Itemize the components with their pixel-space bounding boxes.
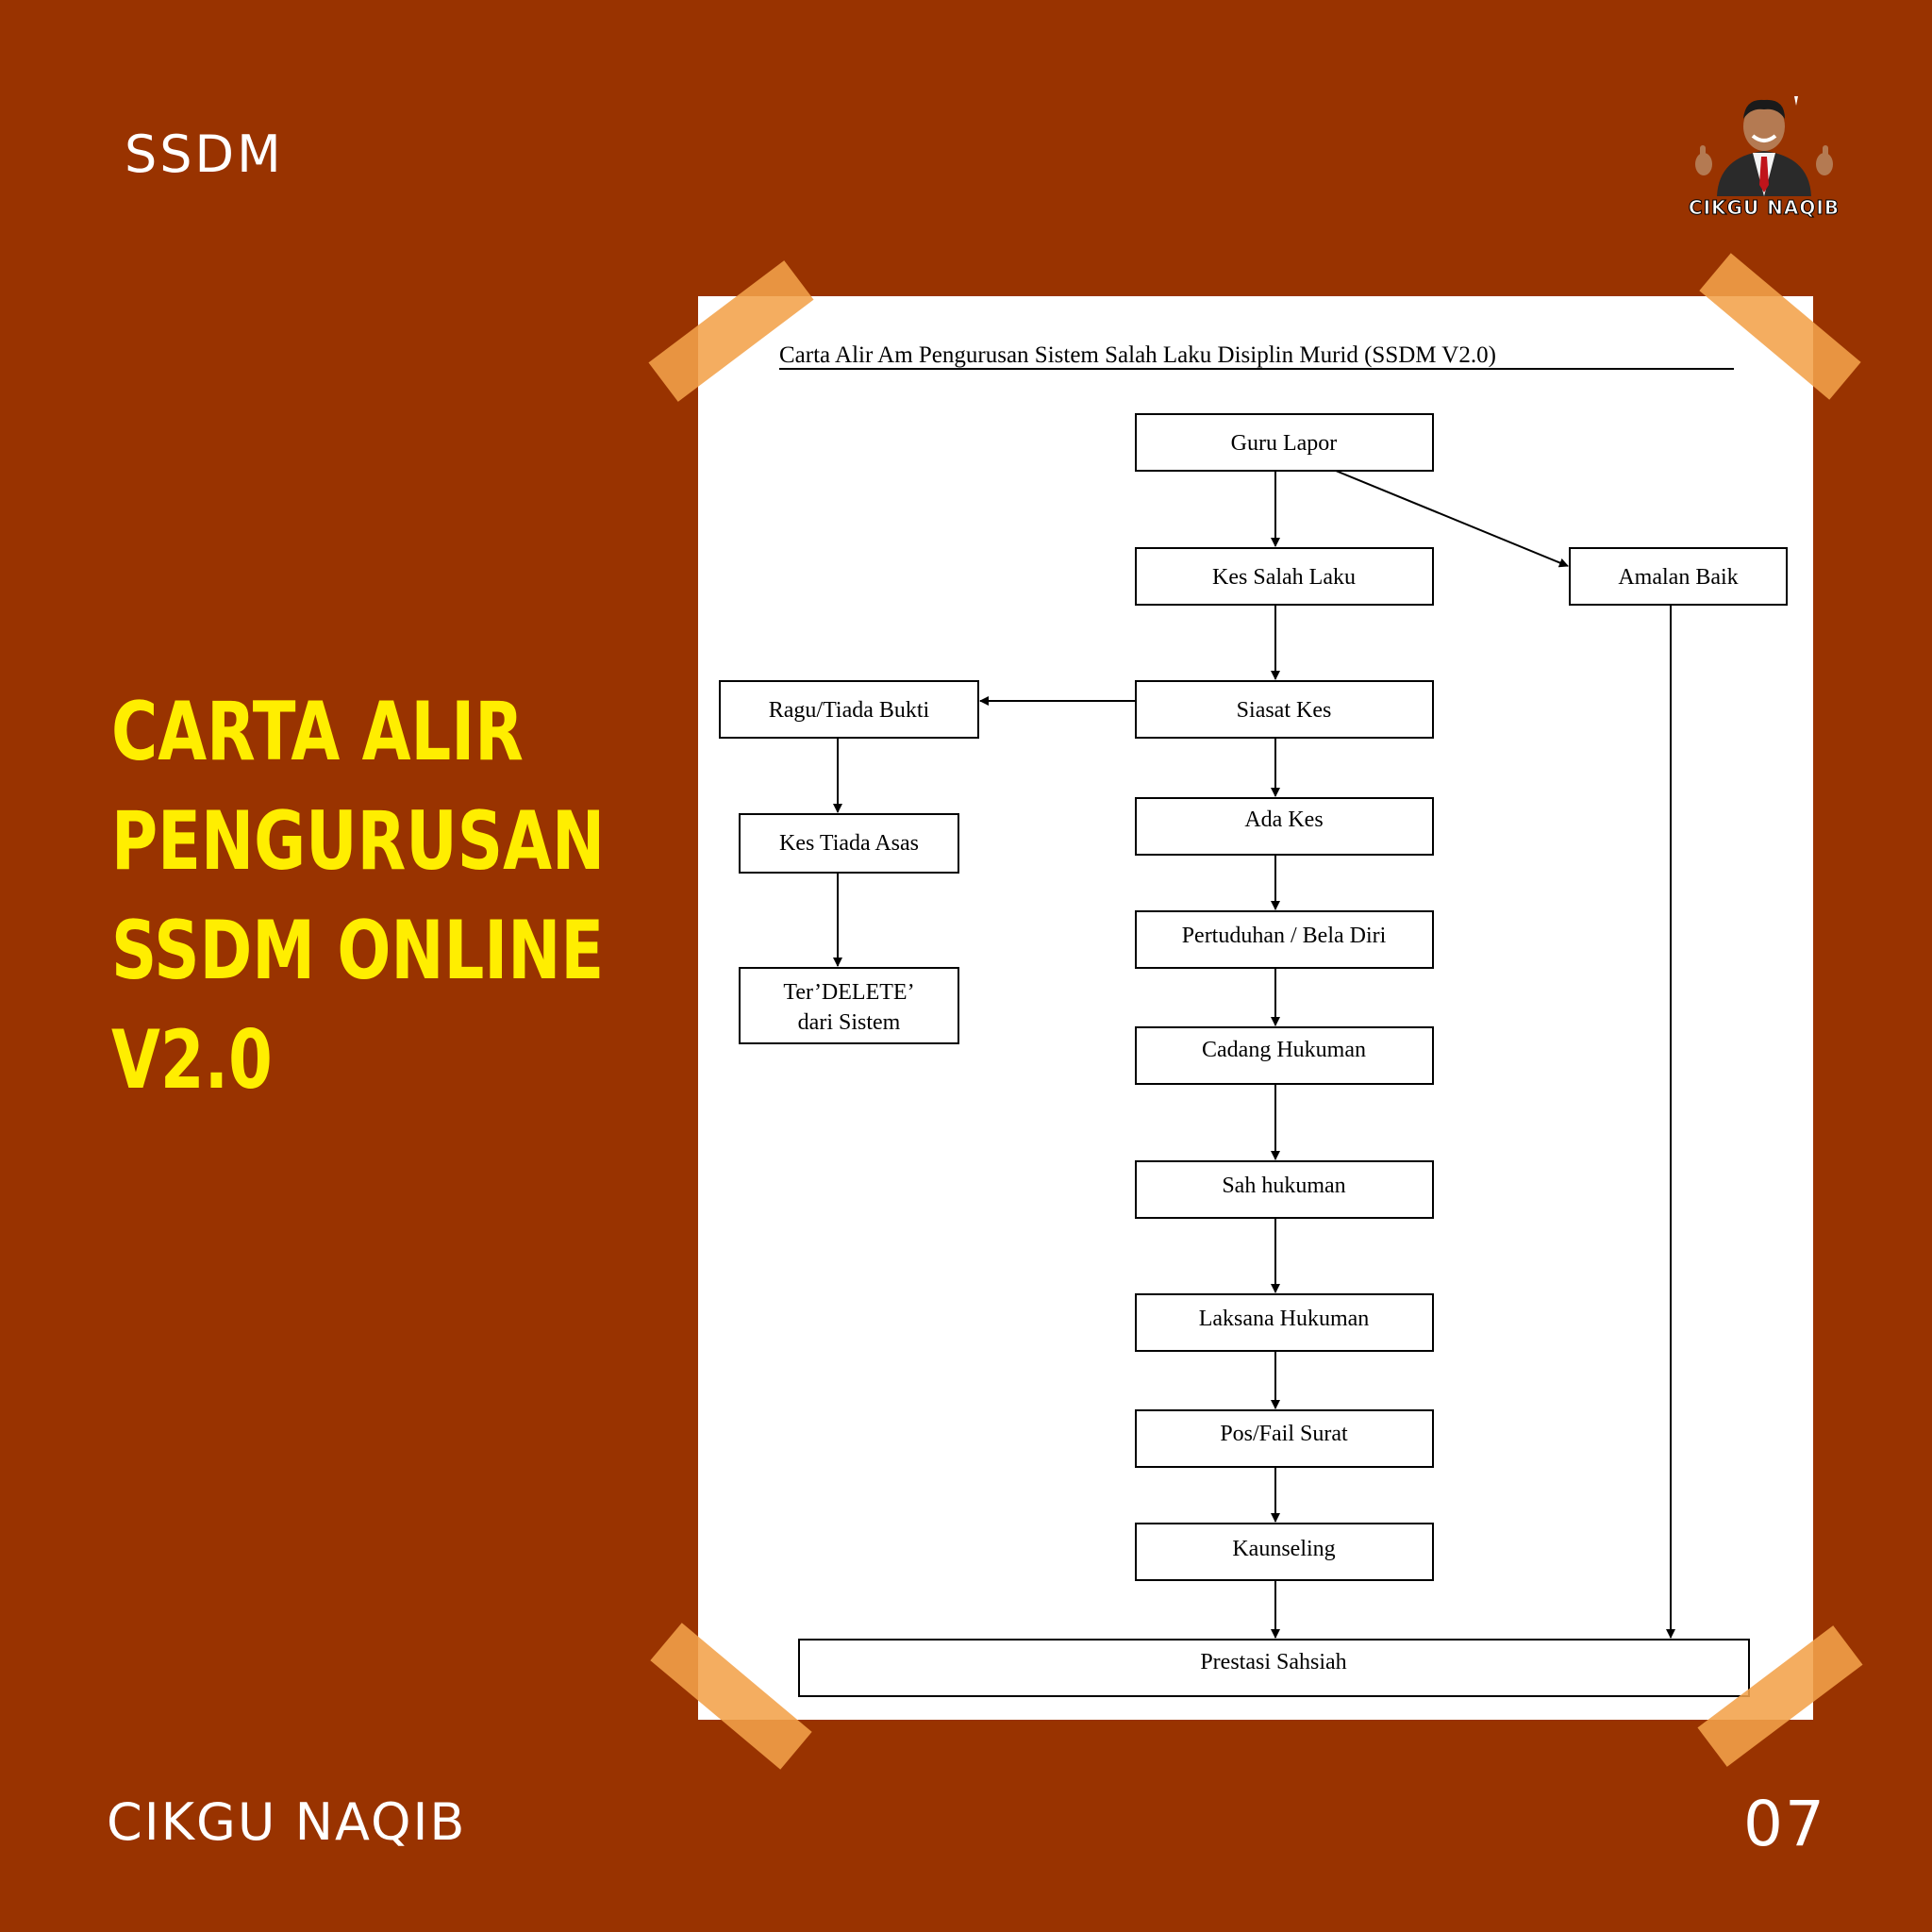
- node-sah-hukuman: Sah hukuman: [1222, 1174, 1345, 1198]
- node-ter-delete-line2: dari Sistem: [798, 1010, 901, 1035]
- headline-line-2: PENGURUSAN: [111, 794, 606, 889]
- headline-line-4: V2.0: [111, 1013, 273, 1108]
- flowchart-paper: Carta Alir Am Pengurusan Sistem Salah La…: [698, 296, 1813, 1720]
- node-laksana-hukuman: Laksana Hukuman: [1199, 1307, 1370, 1331]
- node-cadang-hukuman: Cadang Hukuman: [1202, 1038, 1366, 1062]
- node-kes-tiada-asas: Kes Tiada Asas: [779, 831, 919, 856]
- page-number: 07: [1743, 1788, 1826, 1860]
- node-kes-salah-laku: Kes Salah Laku: [1212, 565, 1356, 590]
- node-guru-lapor: Guru Lapor: [1231, 431, 1338, 456]
- node-pertuduhan: Pertuduhan / Bela Diri: [1182, 924, 1387, 948]
- node-kaunseling: Kaunseling: [1232, 1537, 1335, 1561]
- headline-line-1: CARTA ALIR: [111, 685, 524, 779]
- node-pos-fail-surat: Pos/Fail Surat: [1220, 1422, 1348, 1446]
- flowchart: Carta Alir Am Pengurusan Sistem Salah La…: [719, 342, 1788, 1697]
- node-amalan-baik: Amalan Baik: [1618, 565, 1738, 590]
- logo: CIKGU NAQIB: [1679, 91, 1849, 223]
- avatar: [1695, 96, 1833, 196]
- node-prestasi-sahsiah: Prestasi Sahsiah: [1200, 1650, 1346, 1674]
- diagram-title: Carta Alir Am Pengurusan Sistem Salah La…: [779, 342, 1496, 368]
- headline: CARTA ALIR PENGURUSAN SSDM ONLINE V2.0: [111, 677, 606, 1115]
- logo-text: CIKGU NAQIB: [1688, 196, 1840, 220]
- topic-label: SSDM: [125, 125, 284, 184]
- node-siasat-kes: Siasat Kes: [1237, 698, 1332, 723]
- node-ada-kes: Ada Kes: [1244, 808, 1323, 832]
- headline-line-3: SSDM ONLINE: [111, 904, 605, 998]
- node-ragu-tiada-bukti: Ragu/Tiada Bukti: [769, 698, 930, 723]
- author-label: CIKGU NAQIB: [107, 1792, 467, 1852]
- node-ter-delete-line1: Ter’DELETE’: [783, 980, 914, 1005]
